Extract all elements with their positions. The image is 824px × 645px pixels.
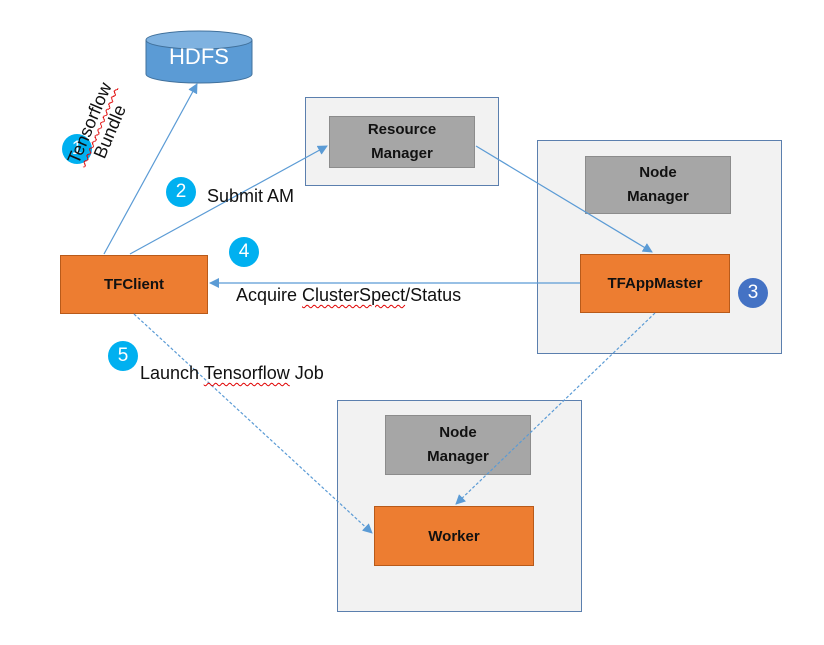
step-5-label: Launch Tensorflow Job [140, 363, 324, 384]
step-4-label-suffix: /Status [405, 285, 462, 305]
tfappmaster-box: TFAppMaster [580, 254, 730, 313]
step-1-label: Tensorflow Bundle [56, 64, 143, 192]
tfclient-box: TFClient [60, 255, 208, 314]
step-2-badge: 2 [166, 177, 196, 207]
step-4-label: Acquire ClusterSpect/Status [236, 285, 461, 306]
step-1-badge: 1 [62, 134, 92, 164]
node-manager-box-top: Node Manager [585, 156, 731, 214]
step-4-badge: 4 [229, 237, 259, 267]
step-5-label-prefix: Launch [140, 363, 204, 383]
step-3-badge: 3 [738, 278, 768, 308]
step-2-label: Submit AM [207, 186, 295, 206]
node-manager-box-bottom: Node Manager [385, 415, 531, 475]
resource-manager-box: Resource Manager [329, 116, 475, 168]
step-4-label-squiggle: ClusterSpect [302, 285, 406, 305]
step-5-badge: 5 [108, 341, 138, 371]
hdfs-label: HDFS [169, 44, 229, 69]
worker-box: Worker [374, 506, 534, 566]
step-5-label-suffix: Job [289, 363, 324, 383]
step-4-label-prefix: Acquire [236, 285, 303, 305]
step-5-label-squiggle: Tensorflow [203, 363, 290, 383]
